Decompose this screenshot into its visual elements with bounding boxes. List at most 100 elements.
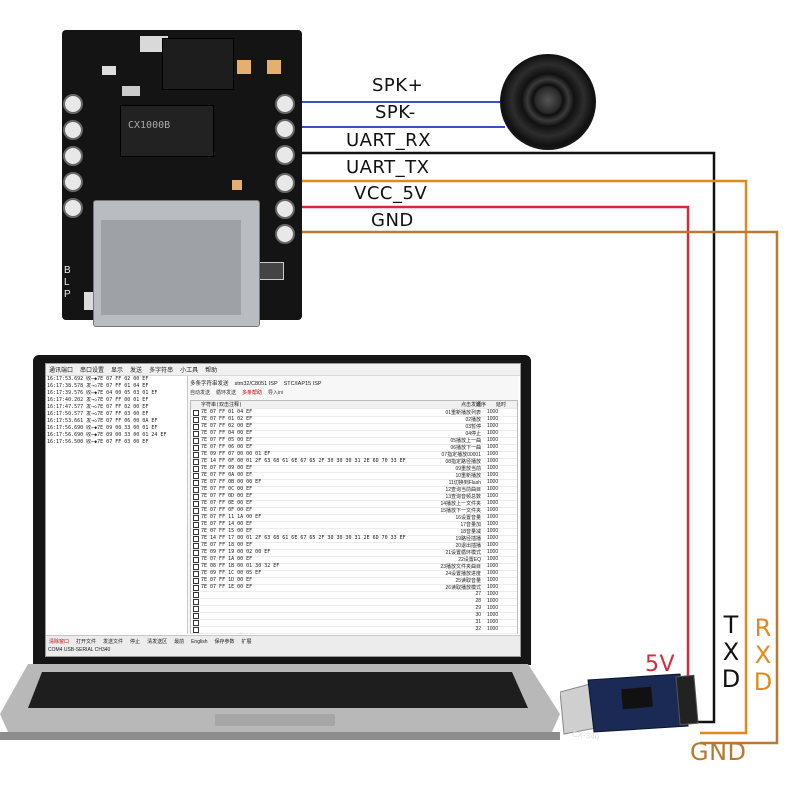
tab-stc-isp[interactable]: STC/IAP15 ISP <box>283 381 322 387</box>
command-checkbox[interactable] <box>193 494 199 500</box>
command-send-button[interactable]: 22设置EQ <box>458 557 481 563</box>
open-file-button[interactable]: 打开文件 <box>76 639 97 645</box>
command-delay[interactable]: 1000 <box>487 507 499 513</box>
command-send-button[interactable]: 12查询当前曲目 <box>445 487 481 493</box>
command-send-button[interactable]: 02播放 <box>465 417 481 423</box>
command-send-button[interactable]: 23播放文件夹曲目 <box>440 564 481 570</box>
command-send-button[interactable]: 13查询音频总数 <box>445 494 481 500</box>
command-checkbox[interactable] <box>193 480 199 486</box>
command-send-button[interactable]: 27 <box>475 591 481 597</box>
command-checkbox[interactable] <box>193 585 199 591</box>
command-hex[interactable]: 7E 07 FF 18 00 EF <box>201 542 253 548</box>
command-hex[interactable]: 7E 09 FF 07 00 00 01 EF <box>201 451 271 457</box>
command-hex[interactable]: 7E 07 FF 06 00 EF <box>201 444 253 450</box>
command-delay[interactable]: 1000 <box>487 556 499 562</box>
command-delay[interactable]: 1000 <box>487 500 499 506</box>
command-row[interactable]: 7E 14 FF 0F 00 01 2F 63 68 61 6E 67 65 2… <box>191 458 517 466</box>
command-send-button[interactable]: 32 <box>475 626 481 632</box>
command-send-button[interactable]: 05播放上一曲 <box>450 438 481 444</box>
command-delay[interactable]: 1000 <box>487 598 499 604</box>
command-checkbox[interactable] <box>193 466 199 472</box>
command-checkbox[interactable] <box>193 550 199 556</box>
command-hex[interactable]: 7E 07 FF 14 00 EF <box>201 521 253 527</box>
command-send-button[interactable]: 24设置播放进度 <box>445 571 481 577</box>
command-send-button[interactable]: 28 <box>475 598 481 604</box>
menu-item[interactable]: 显示 <box>111 368 124 374</box>
command-checkbox[interactable] <box>193 431 199 437</box>
command-hex[interactable]: 7E 14 FF 0F 00 01 2F 63 68 61 6E 67 65 2… <box>201 458 406 464</box>
command-send-button[interactable]: 10重新播放 <box>455 473 481 479</box>
command-send-button[interactable]: 17音量加 <box>460 522 481 528</box>
command-checkbox[interactable] <box>193 564 199 570</box>
command-hex[interactable]: 7E 07 FF 11 1A 00 EF <box>201 514 262 520</box>
command-send-button[interactable]: 06播放下一曲 <box>450 445 481 451</box>
command-hex[interactable]: 7E 07 FF 04 00 EF <box>201 430 253 436</box>
command-checkbox[interactable] <box>193 557 199 563</box>
command-send-button[interactable]: 21设置循环模式 <box>445 550 481 556</box>
command-delay[interactable]: 1000 <box>487 542 499 548</box>
command-row[interactable]: 28 1000 <box>191 598 517 606</box>
tab-stm32-isp[interactable]: stm32/C8051 ISP <box>234 381 278 387</box>
command-checkbox[interactable] <box>193 606 199 612</box>
menu-item[interactable]: 串口设置 <box>80 368 105 374</box>
menu-item[interactable]: 小工具 <box>180 368 199 374</box>
command-hex[interactable]: 7E 07 FF 0B 00 00 EF <box>201 479 262 485</box>
command-send-button[interactable]: 08指定路径播放 <box>445 459 481 465</box>
command-checkbox[interactable] <box>193 459 199 465</box>
command-checkbox[interactable] <box>193 571 199 577</box>
command-hex[interactable]: 7E 07 FF 02 00 EF <box>201 423 253 429</box>
command-checkbox[interactable] <box>193 522 199 528</box>
menu-item[interactable]: 帮助 <box>205 368 218 374</box>
command-checkbox[interactable] <box>193 445 199 451</box>
command-send-button[interactable]: 31 <box>475 619 481 625</box>
command-hex[interactable]: 7E 07 FF 01 04 EF <box>201 409 253 415</box>
command-checkbox[interactable] <box>193 487 199 493</box>
command-hex[interactable]: 7E 07 FF 0C 00 EF <box>201 486 253 492</box>
command-checkbox[interactable] <box>193 424 199 430</box>
command-delay[interactable]: 1000 <box>487 584 499 590</box>
command-row[interactable]: 7E 07 FF 1E 00 EF 26读取播放模式 1000 <box>191 584 517 592</box>
command-row[interactable]: 7E 07 FF 0C 00 EF 12查询当前曲目 1000 <box>191 486 517 494</box>
command-send-button[interactable]: 07指定播放00001 <box>441 452 481 458</box>
command-checkbox[interactable] <box>193 599 199 605</box>
command-checkbox[interactable] <box>193 543 199 549</box>
command-send-button[interactable]: 18音量减 <box>460 529 481 535</box>
loop-send-option[interactable]: 循环发送 <box>216 390 237 396</box>
port-select[interactable]: COM4 USB-SERIAL CH340 <box>48 647 111 653</box>
command-checkbox[interactable] <box>193 515 199 521</box>
command-hex[interactable]: 7E 07 FF 1E 00 EF <box>201 584 253 590</box>
command-delay[interactable]: 1000 <box>487 486 499 492</box>
command-delay[interactable]: 1000 <box>487 479 499 485</box>
command-delay[interactable]: 1000 <box>487 563 499 569</box>
command-checkbox[interactable] <box>193 452 199 458</box>
command-send-button[interactable]: 19路径插播 <box>455 536 481 542</box>
command-checkbox[interactable] <box>193 508 199 514</box>
command-checkbox[interactable] <box>193 613 199 619</box>
command-send-button[interactable]: 30 <box>475 612 481 618</box>
command-send-button[interactable]: 26读取播放模式 <box>445 585 481 591</box>
expand-button[interactable]: 扩展 <box>241 639 252 645</box>
command-hex[interactable]: 7E 07 FF 0A 00 EF <box>201 472 253 478</box>
clear-window-button[interactable]: 清除窗口 <box>49 639 70 645</box>
command-checkbox[interactable] <box>193 620 199 626</box>
command-delay[interactable]: 1000 <box>487 437 499 443</box>
command-send-button[interactable]: 03暂停 <box>465 424 481 430</box>
command-delay[interactable]: 1000 <box>487 472 499 478</box>
command-send-button[interactable]: 29 <box>475 605 481 611</box>
command-delay[interactable]: 1000 <box>487 626 499 632</box>
help-button[interactable]: 多条帮助 <box>242 390 263 396</box>
